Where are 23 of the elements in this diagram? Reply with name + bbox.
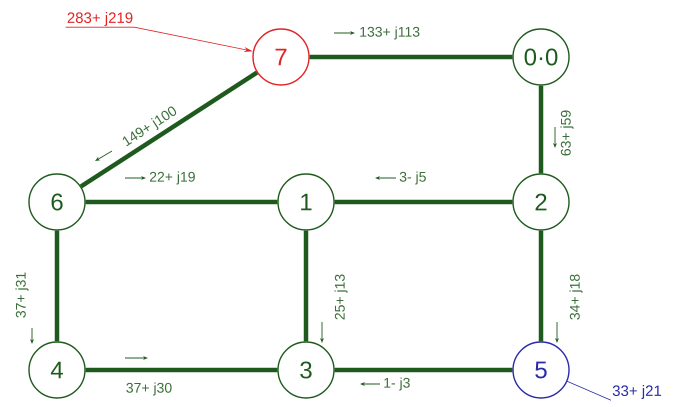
line-branch bbox=[310, 54, 512, 60]
line-branch bbox=[538, 230, 544, 342]
edge-label: 133+ j113 bbox=[360, 26, 420, 40]
edge-label: 63+ j59 bbox=[560, 110, 574, 156]
line-branch bbox=[80, 70, 258, 188]
edge-label: 37+ j30 bbox=[126, 382, 172, 396]
edge-label: 3- j5 bbox=[400, 171, 426, 185]
edge-label: 22+ j19 bbox=[150, 171, 195, 185]
edge-label: 25+ j13 bbox=[334, 274, 348, 320]
power-label: 33+ j21 bbox=[612, 385, 662, 399]
edge-label: 1- j3 bbox=[384, 377, 410, 391]
line-branch bbox=[304, 230, 308, 342]
line-branch bbox=[86, 200, 278, 204]
edge-label: 149+ j100 bbox=[122, 106, 176, 146]
power-label: 283+ j219 bbox=[68, 12, 132, 26]
leader-line bbox=[566, 380, 612, 401]
line-branch bbox=[538, 86, 544, 174]
edge-label: 34+ j18 bbox=[569, 274, 583, 320]
line-branch bbox=[86, 368, 278, 372]
line-branch bbox=[334, 200, 512, 204]
line-branch bbox=[54, 230, 60, 342]
line-branch bbox=[334, 368, 512, 372]
edge-label: 37+ j31 bbox=[15, 272, 29, 318]
